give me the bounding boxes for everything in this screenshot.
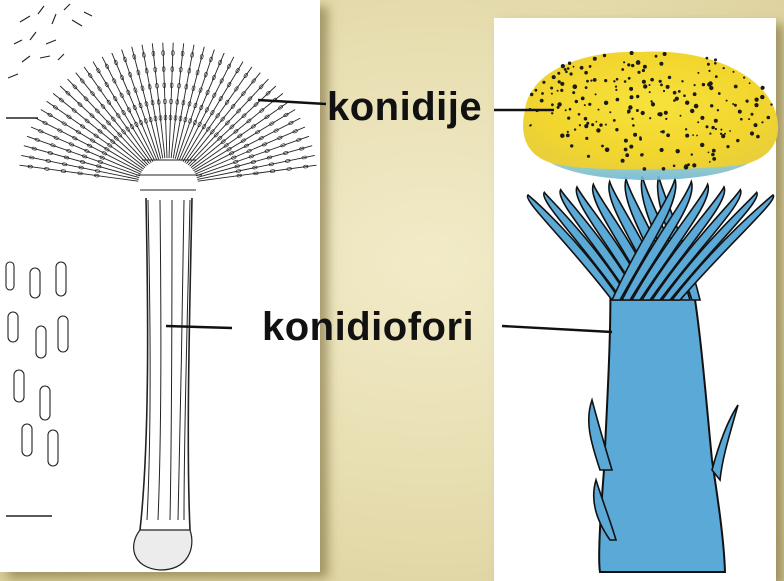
leader-line-conidiophores-left (166, 326, 232, 328)
free-conidia-drawing (8, 4, 92, 78)
leader-line-conidia-left (258, 100, 326, 104)
conidiophore-hyphae (527, 176, 773, 300)
label-conidia: konidije (327, 85, 482, 130)
conidiophore-stalk-fill (599, 270, 725, 572)
spore-cells-drawing (6, 262, 68, 466)
label-conidiophores: konidiofori (262, 305, 474, 350)
line-drawing-conidiophore (6, 4, 317, 570)
leader-line-conidiophores-right (502, 326, 612, 332)
color-conidiophore (523, 51, 778, 572)
